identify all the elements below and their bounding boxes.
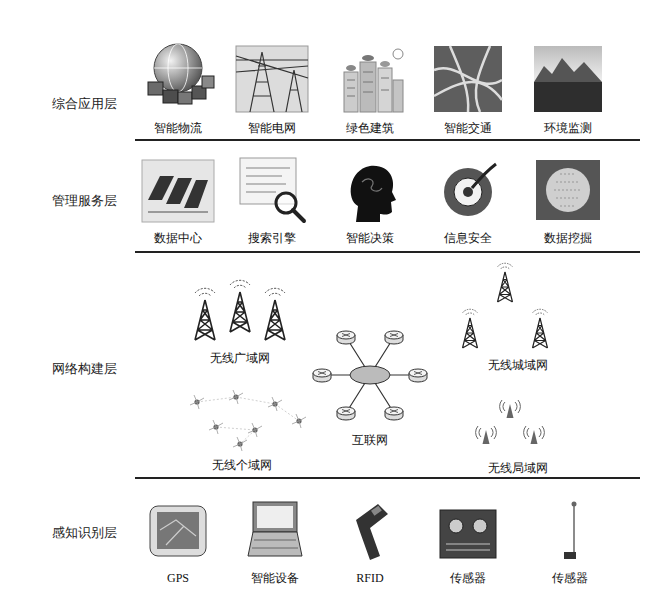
layer-band: 数据中心 搜索引擎 智能决策 信息安全 数据挖掘 管理服务层 (0, 142, 658, 252)
item-caption: 传感器 (450, 570, 486, 586)
layer-name: 感知识别层 (52, 524, 117, 542)
item-caption: 信息安全 (444, 230, 492, 246)
layer-name: 网络构建层 (52, 360, 117, 378)
item-caption: 智能物流 (154, 120, 202, 136)
layer-name: 综合应用层 (52, 95, 117, 113)
item-caption: GPS (167, 570, 189, 586)
item-caption: 传感器 (552, 570, 588, 586)
layer-item: 智能设备 (245, 500, 305, 586)
item-caption: 数据挖掘 (544, 230, 592, 246)
layer-name: 管理服务层 (52, 192, 117, 210)
layer-item: GPS (148, 502, 208, 586)
layer-item: 信息安全 (438, 160, 498, 246)
layer-item: 智能电网 (236, 45, 308, 136)
layer-item: 无线个域网 (182, 390, 302, 473)
layer-item: 智能交通 (434, 45, 502, 136)
layer-item: 传感器 (438, 505, 498, 586)
layer-item: 无线广域网 (190, 282, 290, 366)
layer-band: 无线广域网 无线城域网互联网无线个域网 无线局域网 网络构建层 (0, 254, 658, 478)
layer-item: RFID (350, 500, 390, 586)
item-caption: 数据中心 (154, 230, 202, 246)
item-caption: 无线广域网 (210, 350, 270, 366)
layer-item: 数据中心 (142, 158, 214, 246)
layer-item: 绿色建筑 (340, 45, 400, 136)
layer-item: 传感器 (548, 500, 592, 586)
layer-item: 环境监测 (534, 45, 602, 136)
item-caption: 无线局域网 (488, 460, 548, 476)
item-caption: 智能电网 (248, 120, 296, 136)
layer-item: 搜索引擎 (236, 158, 308, 246)
item-caption: 智能交通 (444, 120, 492, 136)
item-caption: 智能设备 (251, 570, 299, 586)
item-caption: RFID (356, 570, 383, 586)
item-caption: 绿色建筑 (346, 120, 394, 136)
layer-item: 智能物流 (142, 40, 214, 136)
layer-item: 无线局域网 (478, 398, 558, 476)
layer-item: 互联网 (315, 326, 425, 448)
item-caption: 无线城域网 (488, 357, 548, 373)
item-caption: 智能决策 (346, 230, 394, 246)
item-caption: 无线个域网 (212, 457, 272, 473)
layer-band: GPS 智能设备 RFID 传感器 传感器 感知识别层 (0, 480, 658, 600)
item-caption: 搜索引擎 (248, 230, 296, 246)
layer-item: 数据挖掘 (535, 158, 601, 246)
layer-band: 智能物流 智能电网 绿色建筑 智能交通 环境监测 综合应用层 (0, 30, 658, 140)
layer-item: 智能决策 (342, 160, 398, 246)
item-caption: 环境监测 (544, 120, 592, 136)
layer-item: 无线城域网 (468, 262, 568, 373)
item-caption: 互联网 (352, 432, 388, 448)
